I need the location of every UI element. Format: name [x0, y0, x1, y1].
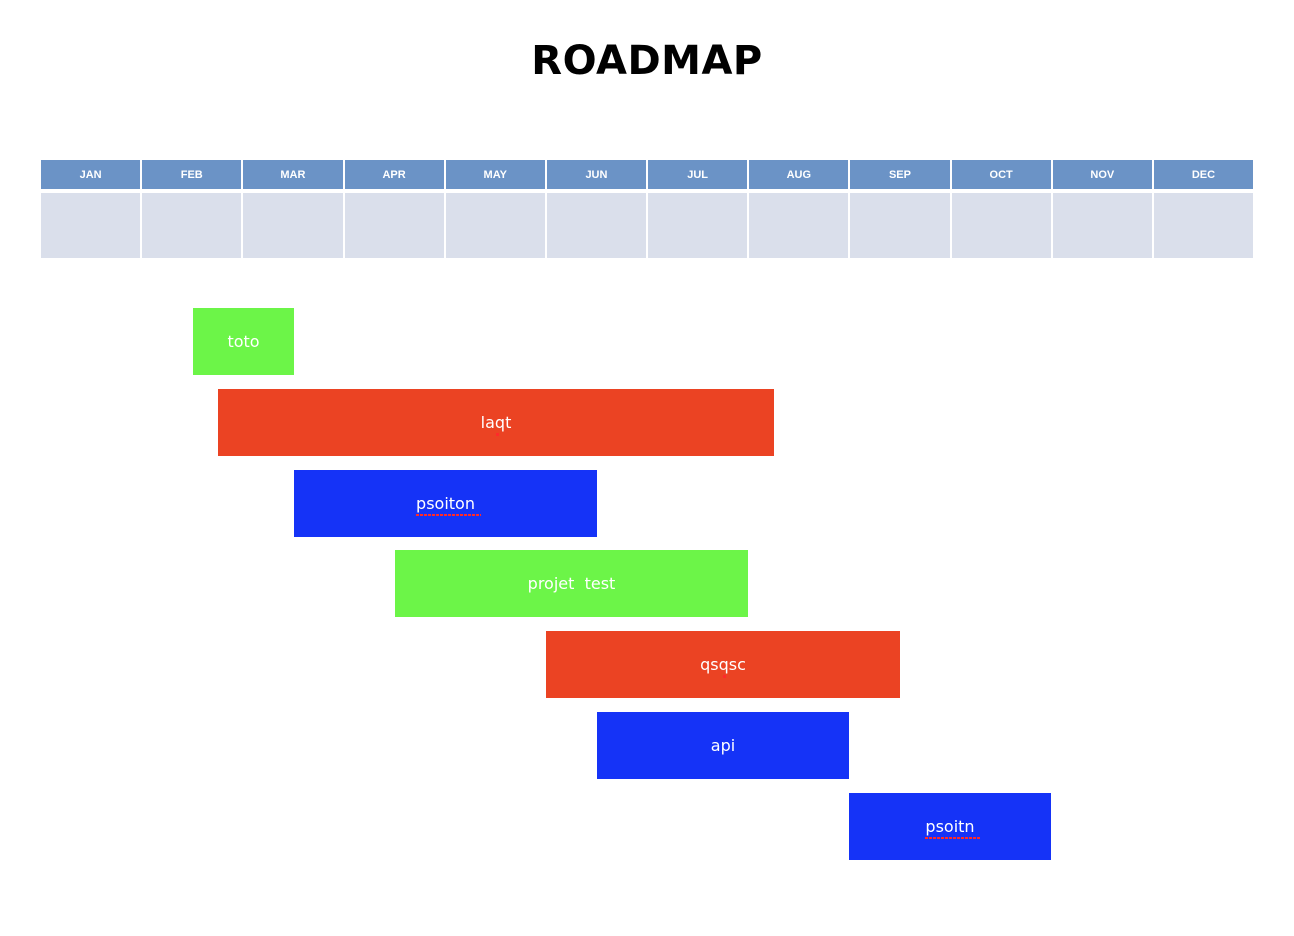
task-label: psoiton — [416, 494, 481, 516]
task-label: laqt — [480, 413, 512, 436]
month-header-jun: JUN — [546, 160, 649, 189]
month-header-sep: SEP — [850, 160, 952, 189]
task-bar-psoitn[interactable]: psoitn — [849, 793, 1051, 860]
month-header-may: MAY — [445, 160, 547, 189]
month-cell[interactable] — [243, 193, 345, 258]
month-header-jan: JAN — [41, 160, 143, 189]
month-header-oct: OCT — [951, 160, 1053, 189]
task-label: psoitn — [925, 817, 981, 839]
task-bar-psoiton[interactable]: psoiton — [294, 470, 597, 537]
month-cell[interactable] — [749, 193, 851, 258]
task-label: api — [710, 736, 736, 755]
task-bar-api[interactable]: api — [597, 712, 849, 779]
month-cell[interactable] — [546, 193, 649, 258]
task-bar-toto[interactable]: toto — [193, 308, 294, 375]
month-cell[interactable] — [445, 193, 547, 258]
month-cell[interactable] — [344, 193, 446, 258]
month-cell[interactable] — [648, 193, 750, 258]
month-header-dec: DEC — [1153, 160, 1254, 189]
month-header-aug: AUG — [749, 160, 851, 189]
task-label: projet test — [527, 574, 616, 593]
month-cell[interactable] — [1153, 193, 1254, 258]
month-header-nov: NOV — [1052, 160, 1154, 189]
task-bar-laqt[interactable]: laqt — [218, 389, 774, 456]
task-label: toto — [227, 332, 260, 351]
month-body-row — [41, 193, 1254, 258]
month-header-feb: FEB — [142, 160, 244, 189]
task-bar-qsqsc[interactable]: qsqsc — [546, 631, 900, 698]
month-cell[interactable] — [142, 193, 244, 258]
month-header-row: JAN FEB MAR APR MAY JUN JUL AUG SEP OCT … — [41, 160, 1254, 189]
month-cell[interactable] — [1052, 193, 1154, 258]
month-header-jul: JUL — [648, 160, 750, 189]
month-header-mar: MAR — [243, 160, 345, 189]
month-cell[interactable] — [951, 193, 1053, 258]
month-header-apr: APR — [344, 160, 446, 189]
month-cell[interactable] — [41, 193, 143, 258]
task-bar-projet-test[interactable]: projet test — [395, 550, 748, 617]
month-cell[interactable] — [850, 193, 952, 258]
page-title: ROADMAP — [531, 38, 763, 84]
task-label: qsqsc — [700, 655, 746, 678]
